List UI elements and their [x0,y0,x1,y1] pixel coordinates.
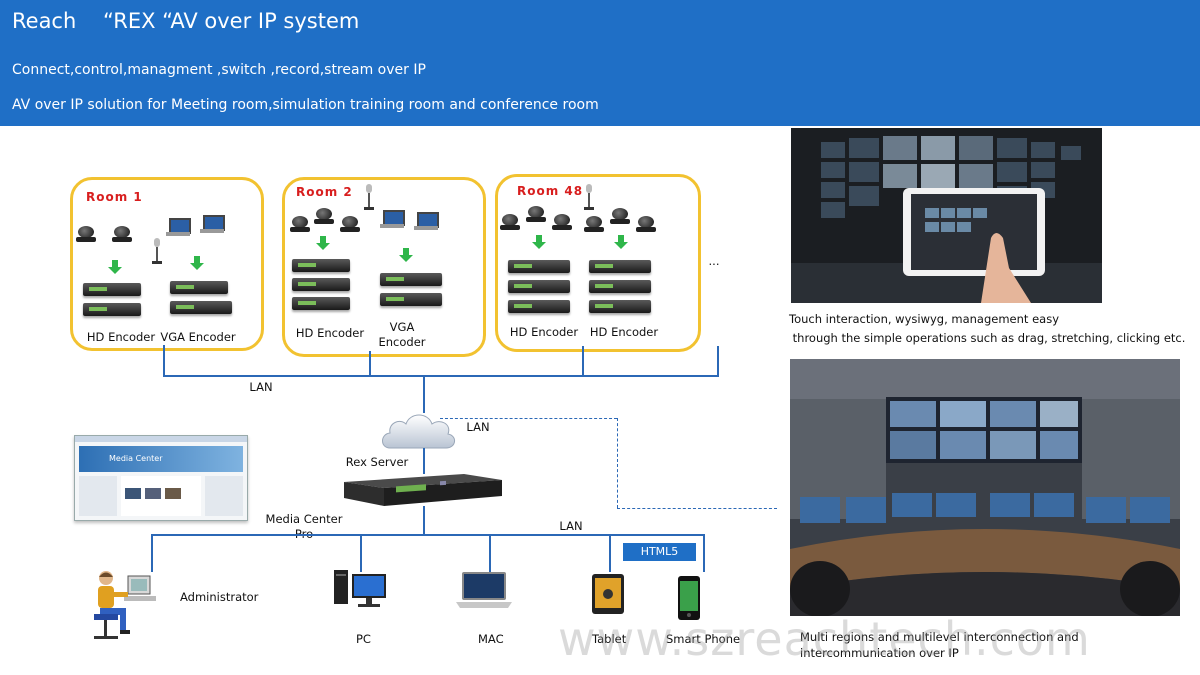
tablet-icon [592,574,624,614]
encoder-device [380,293,442,306]
room-1-box [70,177,264,351]
encoder-device [292,259,350,272]
lan-drop [360,534,362,572]
mac-label: MAC [478,632,504,646]
camera-icon [314,208,334,224]
laptop-icon [414,212,439,232]
encoder-device [589,280,651,293]
header-banner: Reach “REX “AV over IP system Connect,co… [0,0,1200,126]
lan-to-cloud [423,375,425,413]
microphone-icon [152,238,162,264]
encoder-device [83,303,141,316]
lan-drop [582,346,584,375]
room-1-label-vga: VGA Encoder [160,330,236,344]
multi-caption-line-1: Multi regions and multilevel interconnec… [800,630,1079,644]
lan-drop [151,534,153,572]
encoder-device [589,260,651,273]
encoder-device [508,300,570,313]
dashed-link [617,418,618,508]
subtitle-line-2: AV over IP solution for Meeting room,sim… [12,97,599,113]
administrator-icon [94,571,156,639]
encoder-device [508,280,570,293]
camera-icon [610,208,630,224]
encoder-device [589,300,651,313]
lan-bus-top [163,375,719,377]
administrator-label: Administrator [180,590,259,604]
lan-label-top: LAN [249,380,273,394]
lan-drop [489,534,491,572]
microphone-icon [584,184,594,210]
encoder-device [170,281,228,294]
room-48-title: Room 48 [517,184,584,198]
encoder-device [508,260,570,273]
room-2-label-hd: HD Encoder [295,326,365,340]
pc-icon [334,570,386,607]
encoder-device [83,283,141,296]
encoder-device [170,301,232,314]
camera-icon [552,214,572,230]
lan-bus-bottom [151,534,705,536]
encoder-device [292,297,350,310]
lan-drop [609,534,611,572]
control-room-photo [790,359,1180,616]
touch-caption-line-1: Touch interaction, wysiwyg, management e… [789,312,1059,326]
camera-icon [112,226,132,242]
smartphone-icon [678,576,700,620]
media-center-screenshot: Media Center [74,435,248,521]
rex-server-label: Rex Server [345,455,409,469]
encoder-device [380,273,442,286]
rex-server-device [344,474,502,506]
camera-icon [636,216,656,232]
lan-label-bottom: LAN [559,519,583,533]
touch-control-photo [791,128,1102,303]
media-center-screen-title: Media Center [109,454,163,463]
smartphone-label: Smart Phone [666,632,741,646]
laptop-icon [380,210,405,230]
mac-laptop-icon [456,572,512,608]
laptop-icon [166,218,191,238]
dashed-link [440,418,617,419]
html5-badge: HTML5 [623,543,696,561]
pc-label: PC [356,632,371,646]
room-1-label-hd: HD Encoder [86,330,156,344]
media-center-label: Media Center Pro [265,512,343,541]
room-2-label-vga: VGA Encoder [376,320,428,350]
camera-icon [584,216,604,232]
camera-icon [290,216,310,232]
laptop-icon [200,215,225,235]
watermark-text: www.szreachtech.com [558,612,1091,666]
lan-label-cloud: LAN [466,420,490,434]
lan-drop [369,351,371,375]
microphone-icon [364,184,374,210]
room-48-label-hd-2: HD Encoder [589,325,659,339]
cloud-to-server [423,448,425,474]
lan-drop [717,346,719,375]
camera-icon [340,216,360,232]
room-2-title: Room 2 [296,185,353,199]
page-title: Reach “REX “AV over IP system [12,9,360,33]
room-1-title: Room 1 [86,190,143,204]
cloud-icon [382,414,455,449]
dashed-link [617,508,777,509]
tablet-label: Tablet [592,632,627,646]
camera-icon [526,206,546,222]
room-48-label-hd-1: HD Encoder [509,325,579,339]
lan-drop [703,534,705,572]
subtitle-line-1: Connect,control,managment ,switch ,recor… [12,62,426,78]
room-2-label-vga-text: VGA Encoder [378,320,426,349]
lan-drop [163,345,165,375]
server-to-bus [423,506,425,536]
more-rooms-ellipsis: ... [708,254,720,268]
camera-icon [76,226,96,242]
camera-icon [500,214,520,230]
encoder-device [292,278,350,291]
touch-caption-line-2: through the simple operations such as dr… [789,331,1186,345]
multi-caption-line-2: intercommunication over IP [800,646,959,660]
